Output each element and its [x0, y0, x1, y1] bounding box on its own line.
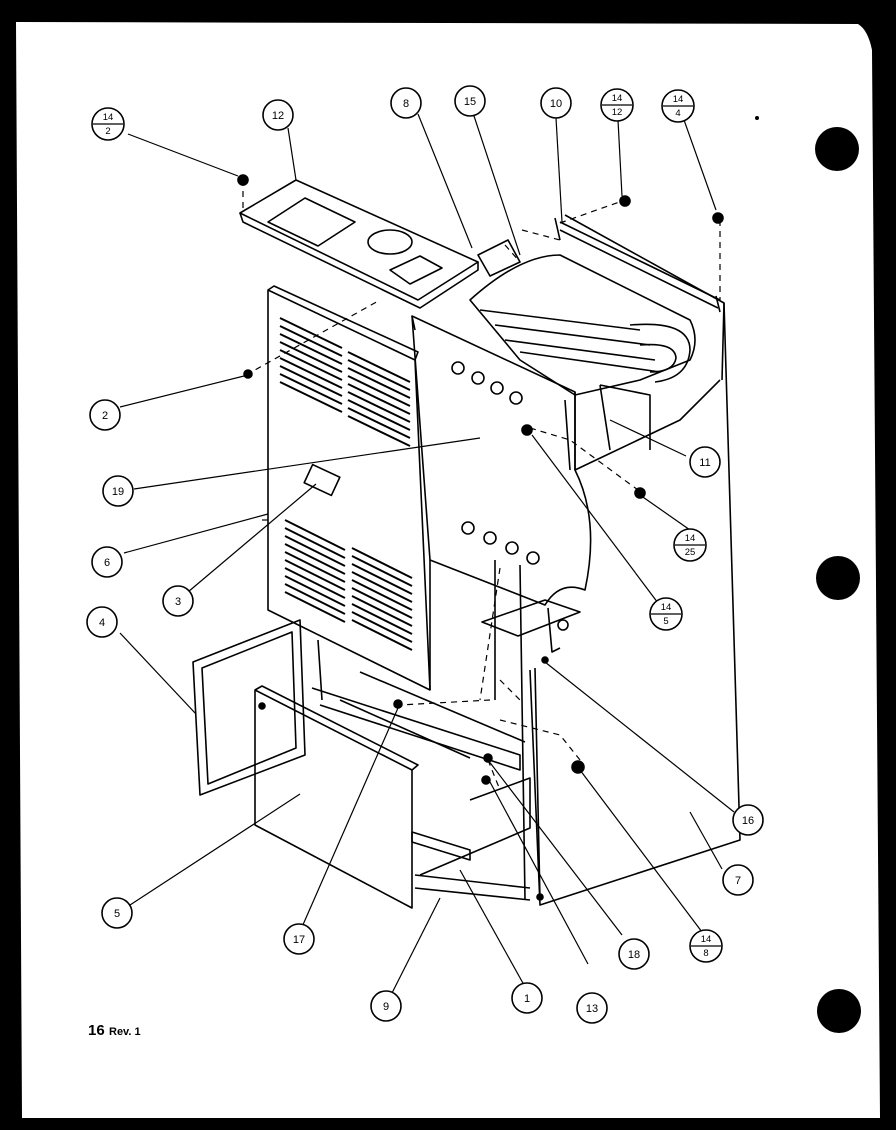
callout-6: 6: [91, 546, 123, 578]
punch-hole: [817, 989, 861, 1033]
svg-text:15: 15: [464, 96, 476, 108]
ref-callout-14-5: 145: [649, 597, 683, 631]
callout-9: 9: [370, 990, 402, 1022]
screws: [237, 174, 724, 901]
callout-19: 19: [102, 475, 134, 507]
burner-shelf: [481, 599, 581, 637]
svg-text:9: 9: [383, 1001, 389, 1013]
svg-text:14: 14: [612, 93, 623, 104]
callout-2: 2: [89, 399, 121, 431]
svg-text:3: 3: [175, 596, 181, 608]
svg-text:14: 14: [685, 533, 696, 544]
callout-8: 8: [390, 87, 422, 119]
vestibule-panel: [411, 315, 592, 606]
svg-text:12: 12: [612, 107, 623, 118]
svg-text:5: 5: [663, 616, 668, 627]
svg-text:2: 2: [102, 410, 108, 422]
svg-text:8: 8: [703, 948, 708, 959]
ref-callout-14-2: 142: [91, 107, 125, 141]
svg-text:2: 2: [105, 126, 110, 137]
svg-text:25: 25: [685, 547, 696, 558]
svg-text:4: 4: [675, 108, 680, 119]
svg-text:14: 14: [103, 112, 114, 123]
callout-15: 15: [454, 85, 486, 117]
callout-18: 18: [618, 938, 650, 970]
callout-1: 1: [511, 982, 543, 1014]
assembly-lines: [242, 180, 721, 791]
callout-12: 12: [262, 99, 294, 131]
callout-3: 3: [162, 585, 194, 617]
furnace-exploded-view: [192, 174, 741, 909]
svg-text:7: 7: [735, 875, 741, 887]
callout-4: 4: [86, 606, 118, 638]
callout-16: 16: [732, 804, 764, 836]
ref-callout-14-8: 148: [689, 929, 723, 963]
cabinet-side-panel: [529, 214, 741, 906]
svg-text:6: 6: [104, 557, 110, 569]
svg-text:18: 18: [628, 949, 640, 961]
page-number: 16: [88, 1022, 105, 1039]
svg-text:12: 12: [272, 110, 284, 122]
svg-text:16: 16: [742, 815, 754, 827]
callout-13: 13: [576, 992, 608, 1024]
callout-leaders: [119, 113, 735, 994]
upper-front-panel: [267, 289, 431, 691]
svg-text:1: 1: [524, 993, 530, 1005]
paper-sheet: [16, 22, 880, 1118]
svg-text:14: 14: [673, 94, 684, 105]
callout-7: 7: [722, 864, 754, 896]
louvers: [279, 317, 413, 651]
svg-text:11: 11: [699, 457, 710, 469]
svg-text:13: 13: [586, 1003, 598, 1015]
punch-hole: [815, 127, 859, 171]
svg-text:14: 14: [661, 602, 672, 613]
svg-text:17: 17: [293, 934, 305, 946]
page-footer: 16 Rev. 1: [88, 1022, 141, 1039]
svg-text:5: 5: [114, 908, 120, 920]
svg-text:19: 19: [112, 486, 124, 498]
heat-exchanger: [469, 254, 696, 396]
door-gasket: [192, 619, 306, 796]
svg-text:14: 14: [701, 934, 712, 945]
callout-10: 10: [540, 87, 572, 119]
svg-text:4: 4: [99, 617, 105, 629]
svg-text:10: 10: [550, 98, 562, 110]
ref-callout-14-4: 144: [661, 89, 695, 123]
callout-11: 11: [689, 446, 721, 478]
callout-17: 17: [283, 923, 315, 955]
revision-label: Rev. 1: [109, 1026, 141, 1038]
lower-door: [254, 689, 413, 909]
punch-hole: [816, 556, 860, 600]
svg-text:8: 8: [403, 98, 409, 110]
callout-5: 5: [101, 897, 133, 929]
